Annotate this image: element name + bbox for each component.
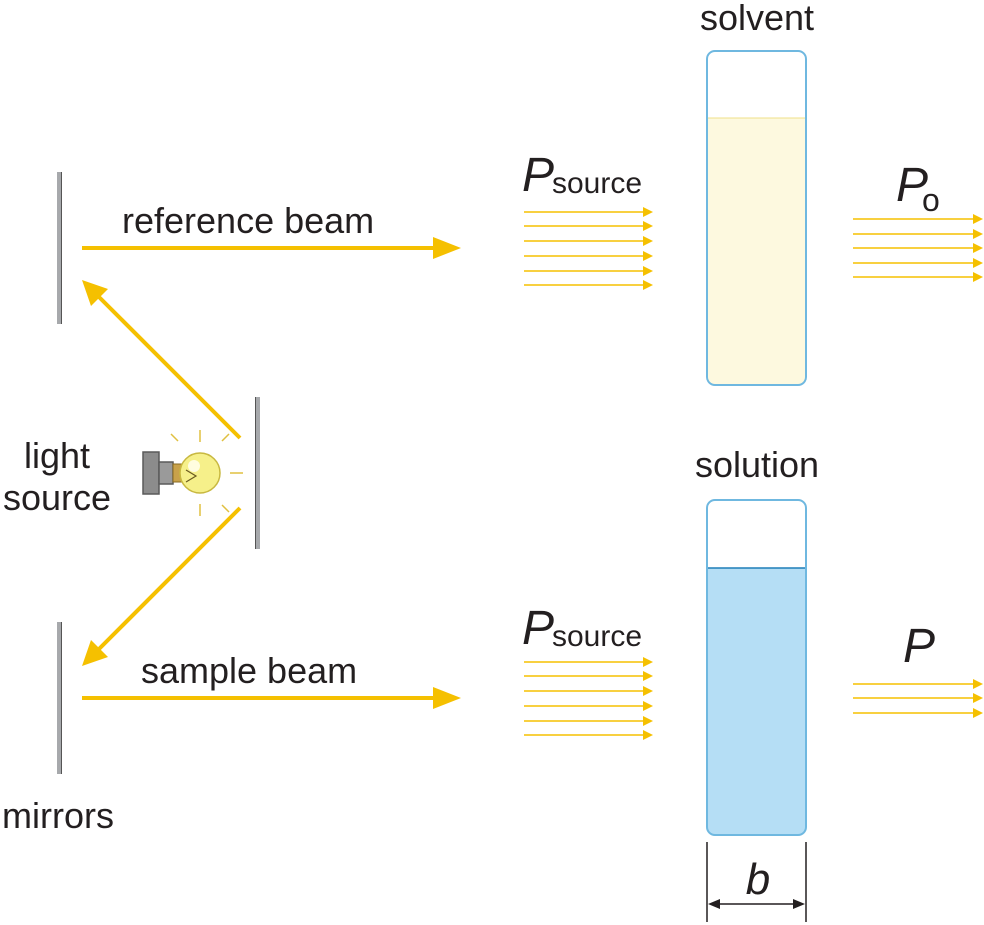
p-source-top-label: P source [522, 149, 642, 202]
sample-beam-label: sample beam [141, 650, 357, 691]
transmitted-rays-solution [853, 679, 983, 718]
mirror-bottom [57, 622, 62, 774]
solution-label: solution [695, 444, 819, 485]
solvent-cuvette [706, 50, 807, 386]
solution-cuvette [706, 499, 807, 836]
mirror-top [57, 172, 62, 324]
path-length-label: b [746, 855, 770, 904]
p-zero-label: P o [896, 159, 940, 218]
p-symbol: P [522, 149, 554, 202]
p-symbol: P [522, 602, 554, 655]
solvent-label: solvent [700, 0, 814, 38]
light-source-label-line2: source [3, 477, 111, 518]
sample-beam-arrow [82, 687, 461, 709]
p-output-label: P [903, 620, 935, 673]
source-rays-bottom [524, 657, 653, 740]
p-source-bottom-label: P source [522, 602, 642, 655]
source-rays-top [524, 207, 653, 290]
p-symbol: P [896, 159, 928, 212]
p-subscript: source [552, 167, 642, 200]
light-bulb-icon [142, 430, 243, 516]
path-length-dimension [706, 842, 807, 922]
mirrors-label: mirrors [2, 795, 114, 836]
transmitted-rays-solvent [853, 214, 983, 282]
mirror-center [255, 397, 260, 549]
p-subscript: o [922, 182, 940, 218]
reference-beam-arrow [82, 237, 461, 259]
light-source-label-line1: light [24, 435, 90, 476]
beam-center-to-top-mirror [82, 280, 242, 440]
beam-center-to-bottom-mirror [82, 506, 242, 666]
reference-beam-label: reference beam [122, 200, 374, 241]
p-subscript: source [552, 620, 642, 653]
